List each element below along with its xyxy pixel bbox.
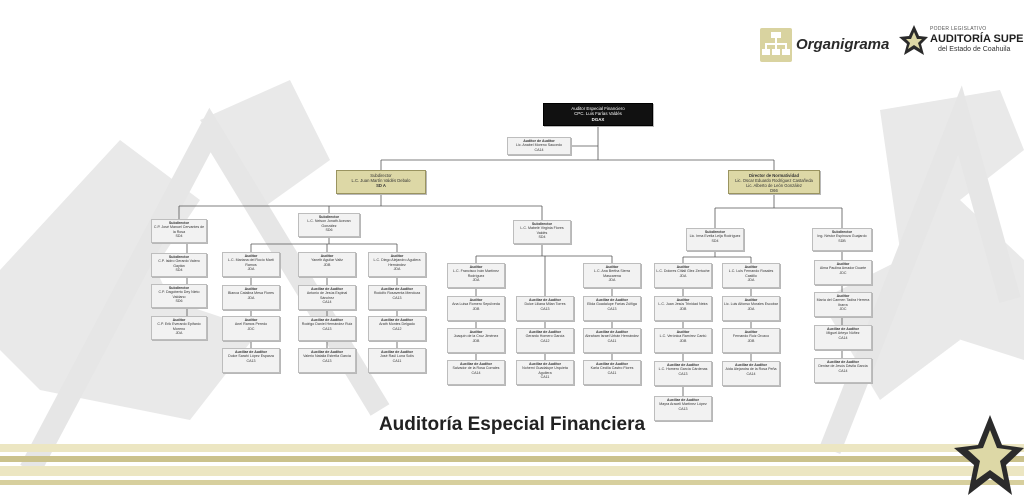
organigrama-title: Organigrama (796, 36, 890, 53)
organigrama-logo: Organigrama (760, 28, 890, 62)
org-node-director-normatividad: Director de Normatividad Lic. Oscar Edua… (728, 170, 820, 194)
org-node-root: Auditor Especial Financiero CPC. Luis Fa… (543, 103, 653, 126)
org-node-subdirector-a: Subdirector L.C. Juan Martín Valdés Deba… (336, 170, 426, 194)
page-title: Auditoría Especial Financiera (378, 414, 646, 435)
institution-name: AUDITORÍA SUPERIOR (930, 33, 1024, 45)
institution-subtitle: del Estado de Coahuila (938, 46, 1011, 53)
org-chart-icon (760, 28, 792, 62)
corner-star-icon (954, 415, 1024, 495)
bottom-band (0, 444, 1024, 485)
org-node-aux: Auditor de Auditor Lic. Anabel Moreno Sa… (507, 137, 571, 155)
institution-small-label: PODER LEGISLATIVO (930, 26, 987, 32)
auditoria-superior-logo: PODER LEGISLATIVO AUDITORÍA SUPERIOR del… (898, 22, 1024, 68)
star-emblem-icon (899, 25, 928, 55)
